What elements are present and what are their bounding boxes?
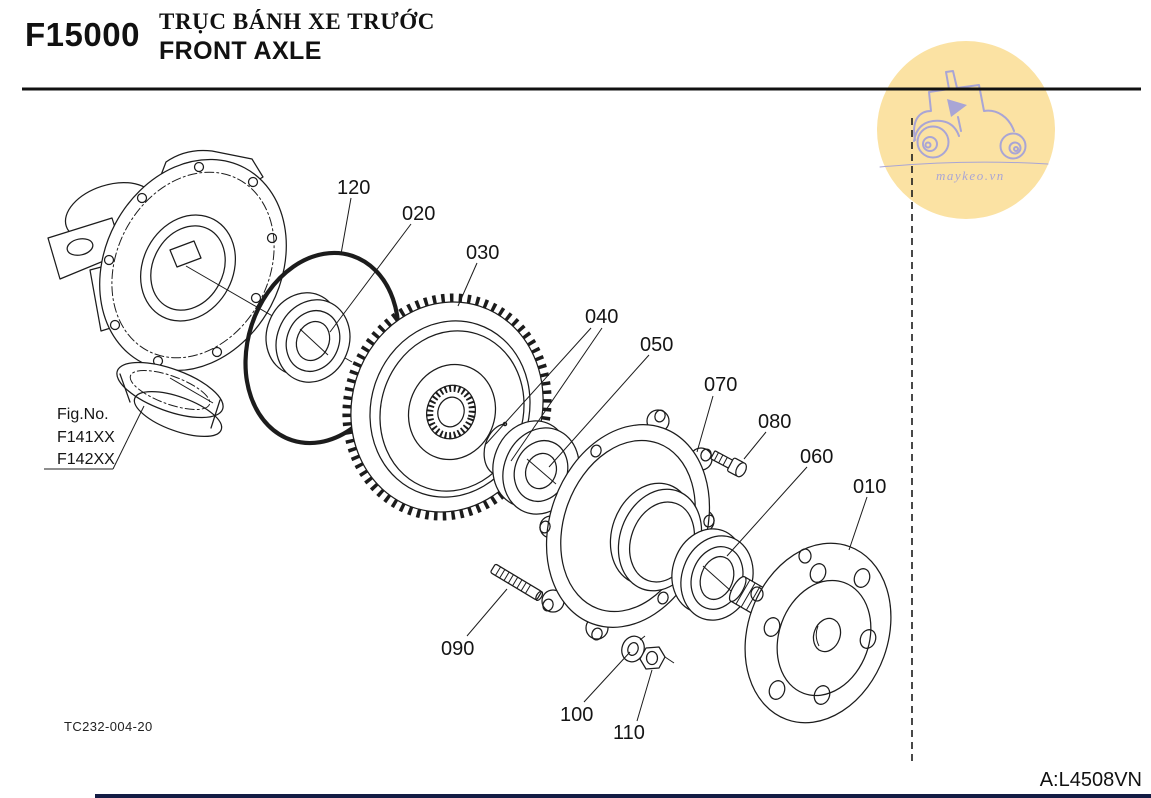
callout-090: 090 [441, 638, 474, 660]
callout-080: 080 [758, 411, 791, 433]
watermark-logo: maykeo.vn [877, 41, 1055, 219]
part-080-bolt [710, 450, 747, 478]
callout-100: 100 [560, 704, 593, 726]
part-070-cover [539, 409, 715, 641]
watermark-circle [877, 41, 1055, 219]
part-090-stud [490, 563, 544, 602]
callout-070: 070 [704, 374, 737, 396]
part-110-nut [639, 646, 675, 670]
axle-housing-drawing [47, 149, 287, 438]
callout-060: 060 [800, 446, 833, 468]
fig-no-label: Fig.No. [57, 406, 109, 423]
model-code: A:L4508VN [1039, 769, 1142, 791]
section-code: F15000 [25, 16, 140, 53]
bottom-accent-bar [95, 794, 1151, 798]
tractor-icon [879, 70, 1049, 168]
callout-010: 010 [853, 476, 886, 498]
callout-110: 110 [613, 722, 645, 744]
part-020-bearing [265, 292, 351, 383]
callout-030: 030 [466, 242, 499, 264]
fig-ref-2: F142XX [57, 451, 115, 468]
callout-020: 020 [402, 203, 435, 225]
part-060-seal [671, 528, 754, 621]
callout-leader-lines [329, 197, 868, 722]
fig-no-block: Fig.No. F141XX F142XX [44, 405, 145, 470]
drawing-number: TC232-004-20 [64, 719, 153, 734]
callout-040: 040 [585, 306, 618, 328]
page-title-vietnamese: TRỤC BÁNH XE TRƯỚC [159, 9, 435, 34]
callout-120: 120 [337, 177, 370, 199]
page-title-english: FRONT AXLE [159, 37, 322, 65]
watermark-text: maykeo.vn [936, 168, 1005, 183]
fig-ref-1: F141XX [57, 429, 115, 446]
callout-050: 050 [640, 334, 673, 356]
part-010-wheel-hub [744, 542, 892, 724]
